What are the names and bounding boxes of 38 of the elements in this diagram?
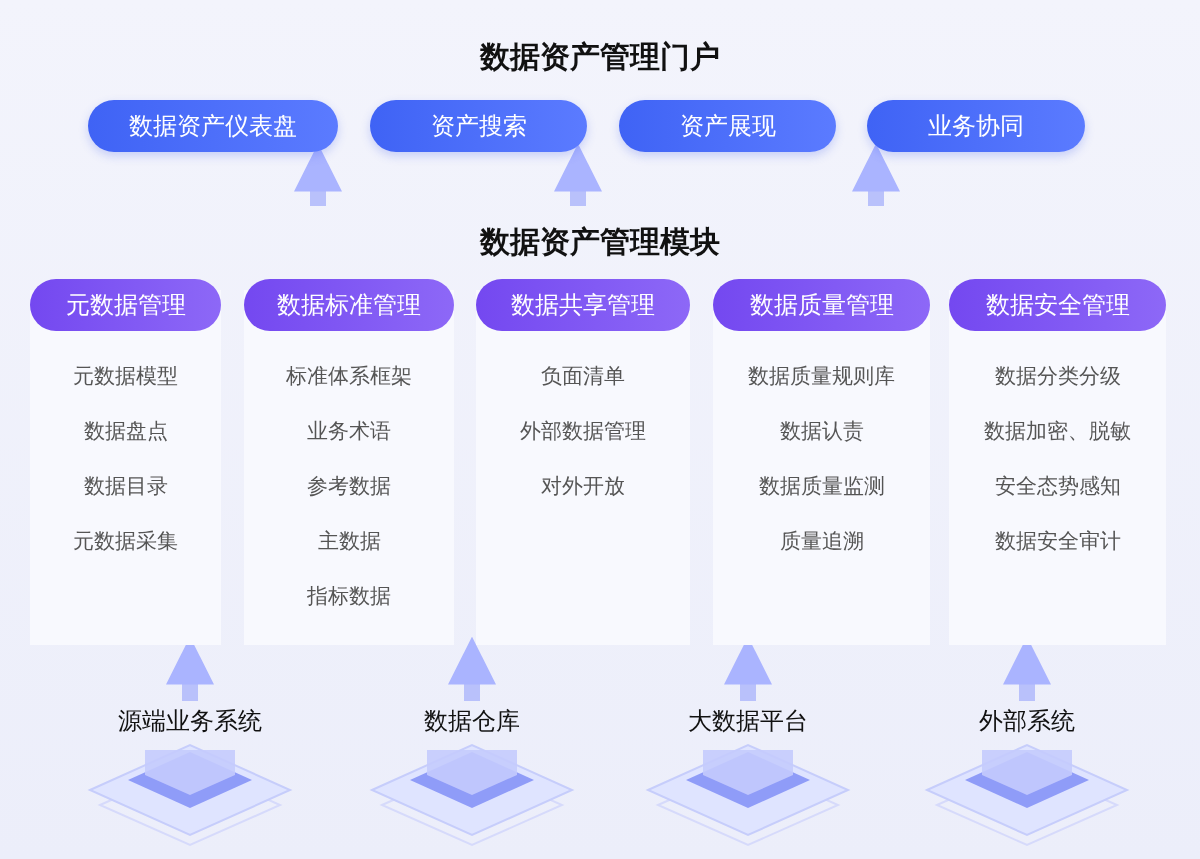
list-item: 质量追溯 bbox=[778, 528, 865, 555]
list-item: 外部数据管理 bbox=[519, 418, 647, 445]
list-item: 安全态势感知 bbox=[993, 473, 1122, 500]
source-label: 源端业务系统 bbox=[118, 705, 262, 737]
list-item: 标准体系框架 bbox=[285, 363, 413, 390]
arrow bbox=[554, 143, 602, 206]
section-heading: 数据资产管理模块 bbox=[480, 223, 720, 261]
list-item: 参考数据 bbox=[306, 473, 392, 500]
module-header: 元数据管理 bbox=[30, 279, 221, 331]
module-header: 数据共享管理 bbox=[476, 279, 690, 331]
list-item: 数据质量规则库 bbox=[747, 363, 896, 390]
list-item: 数据安全审计 bbox=[993, 528, 1122, 555]
portal-button: 业务协同 bbox=[867, 100, 1085, 152]
list-item: 数据目录 bbox=[82, 473, 169, 500]
portal-button: 资产搜索 bbox=[370, 100, 587, 152]
source-label: 数据仓库 bbox=[424, 705, 520, 737]
source-label: 大数据平台 bbox=[688, 705, 808, 737]
source-label: 外部系统 bbox=[979, 705, 1075, 737]
module-header: 数据标准管理 bbox=[244, 279, 454, 331]
module-header: 数据安全管理 bbox=[949, 279, 1166, 331]
list-item: 主数据 bbox=[316, 528, 382, 555]
list-item: 对外开放 bbox=[540, 473, 626, 500]
list-item: 指标数据 bbox=[306, 583, 392, 610]
list-item: 数据加密、脱敏 bbox=[983, 418, 1132, 445]
arrow bbox=[852, 143, 900, 206]
list-item: 元数据采集 bbox=[72, 528, 179, 555]
portal-button: 数据资产仪表盘 bbox=[88, 100, 338, 152]
list-item: 数据盘点 bbox=[82, 418, 169, 445]
module-header: 数据质量管理 bbox=[713, 279, 930, 331]
portal-button: 资产展现 bbox=[619, 100, 836, 152]
list-item: 数据质量监测 bbox=[757, 473, 886, 500]
list-item: 业务术语 bbox=[306, 418, 392, 445]
section-heading: 数据资产管理门户 bbox=[480, 38, 720, 76]
list-item: 数据认责 bbox=[778, 418, 865, 445]
list-item: 元数据模型 bbox=[72, 363, 179, 390]
list-item: 数据分类分级 bbox=[993, 363, 1122, 390]
list-item: 负面清单 bbox=[540, 363, 626, 390]
arrow bbox=[448, 636, 496, 701]
